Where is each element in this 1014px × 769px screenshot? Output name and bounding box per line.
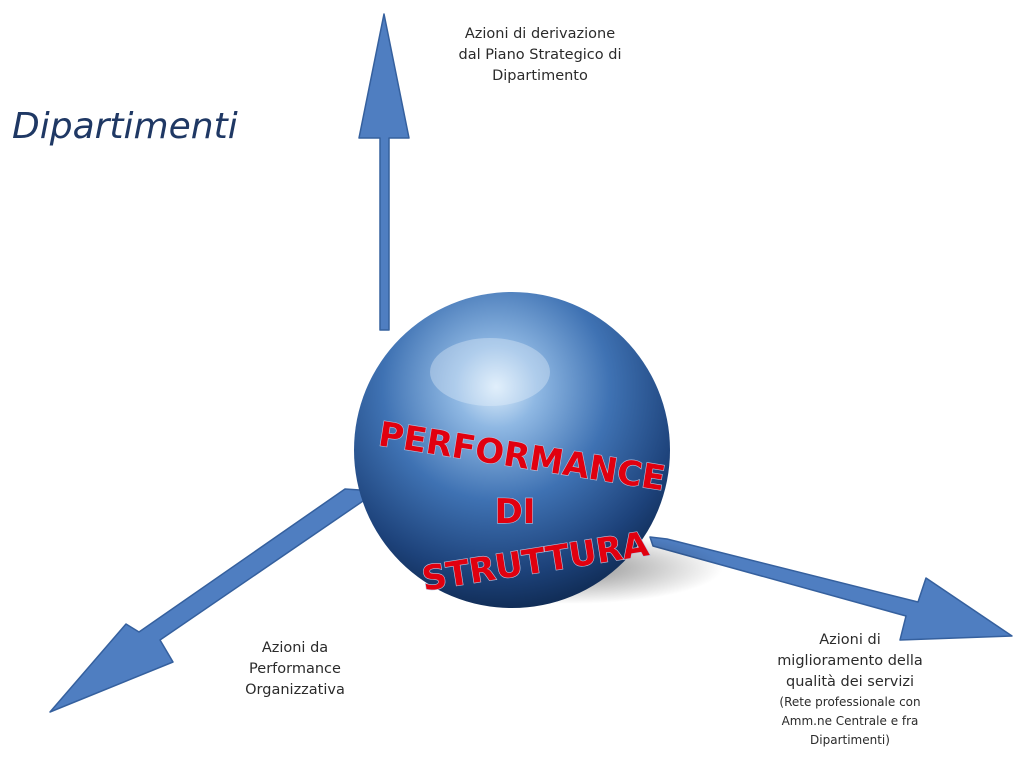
sphere [354,292,670,608]
arrow-up [358,13,410,331]
axis-label-top-line: dal Piano Strategico di [458,47,622,63]
center-line-2: DI [495,492,536,532]
axis-label-top-line: Dipartimento [492,68,588,84]
axis-label-left-line: Performance [249,661,341,677]
axis-label-top-line: Azioni di derivazione [464,26,616,42]
axis-label-right-line: qualità dei servizi [786,674,914,690]
axis-label-top: Azioni di derivazione dal Piano Strategi… [420,24,660,87]
axis-label-right-note: Amm.ne Centrale e fra [781,714,919,728]
axis-label-right-note: (Rete professionale con [779,695,921,709]
sphere-highlight [430,338,550,406]
axis-label-right: Azioni di miglioramento della qualità de… [740,630,960,750]
arrow-down-right [649,536,1013,641]
axis-label-left: Azioni da Performance Organizzativa [210,638,380,701]
page-title: Dipartimenti [12,106,238,147]
axis-label-left-line: Azioni da [261,640,329,656]
arrow-down-left [49,488,367,713]
axis-label-right-line: Azioni di [819,632,881,648]
axis-label-right-line: miglioramento della [777,653,923,669]
axis-label-left-line: Organizzativa [245,682,345,698]
axis-label-right-note: Dipartimenti) [810,733,890,747]
